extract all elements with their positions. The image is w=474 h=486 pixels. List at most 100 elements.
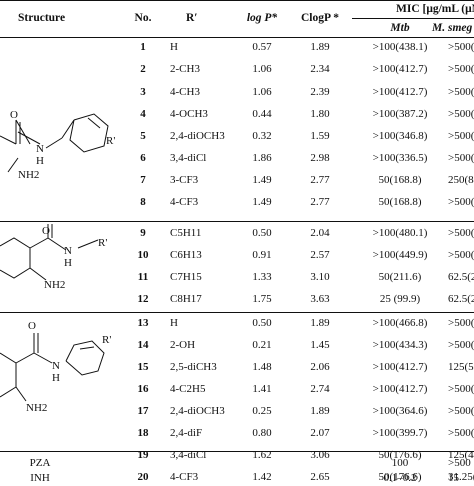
row-number: 14 bbox=[137, 339, 149, 351]
row-clogp: 2.39 bbox=[310, 86, 330, 98]
row-mic-msmeg: >500(1 bbox=[448, 427, 474, 439]
structure2-nitrogen: N bbox=[64, 245, 72, 257]
row-logp: 1.41 bbox=[252, 383, 272, 395]
structure1-oxygen: O bbox=[10, 109, 18, 121]
header-msmeg: M. smeg bbox=[432, 22, 473, 34]
row-reference-mic-msmeg: 15 bbox=[448, 472, 459, 484]
row-number: 12 bbox=[137, 293, 149, 305]
row-substituent: C7H15 bbox=[170, 271, 202, 283]
structure3-oxygen: O bbox=[28, 320, 36, 332]
row-number: 9 bbox=[140, 227, 146, 239]
row-logp: 0.80 bbox=[252, 427, 272, 439]
row-substituent: 4-C2H5 bbox=[170, 383, 206, 395]
row-number: 18 bbox=[137, 427, 149, 439]
row-number: 1 bbox=[140, 41, 146, 53]
row-clogp: 1.59 bbox=[310, 130, 330, 142]
row-logp: 1.48 bbox=[252, 361, 272, 373]
structure-benzyl-amide: O N H NH2 R' bbox=[0, 109, 115, 181]
header-structure: Structure bbox=[18, 12, 66, 24]
row-mic-mtb: >100(412.7) bbox=[372, 63, 428, 75]
row-clogp: 2.34 bbox=[310, 63, 330, 75]
row-clogp: 2.77 bbox=[310, 174, 330, 186]
row-mic-msmeg: >500(1 bbox=[448, 152, 474, 164]
row-mic-msmeg: >500(1 bbox=[448, 196, 474, 208]
structure1-hydrogen: H bbox=[36, 155, 44, 167]
row-mic-mtb: 50(168.8) bbox=[378, 174, 422, 186]
row-substituent: H bbox=[170, 41, 178, 53]
row-mic-mtb: 25 (99.9) bbox=[379, 293, 421, 305]
row-clogp: 1.89 bbox=[310, 405, 330, 417]
row-number: 13 bbox=[137, 317, 149, 329]
row-mic-msmeg: >500(2 bbox=[448, 383, 474, 395]
row-mic-msmeg: >500(1 bbox=[448, 405, 474, 417]
row-mic-msmeg: >500(2 bbox=[448, 86, 474, 98]
row-mic-mtb: >100(336.5) bbox=[372, 152, 428, 164]
row-substituent: 4-CF3 bbox=[170, 471, 199, 483]
row-number: 7 bbox=[140, 174, 146, 186]
header-no: No. bbox=[134, 12, 152, 24]
row-clogp: 2.74 bbox=[310, 383, 330, 395]
row-logp: 0.50 bbox=[252, 227, 272, 239]
header-logp: log P* bbox=[246, 12, 278, 24]
row-logp: 0.91 bbox=[252, 249, 272, 261]
row-number: 6 bbox=[140, 152, 146, 164]
row-mic-msmeg: >500(2 bbox=[448, 227, 474, 239]
row-clogp: 3.10 bbox=[310, 271, 330, 283]
row-reference-mic-msmeg: >500 bbox=[448, 457, 471, 469]
row-clogp: 2.77 bbox=[310, 196, 330, 208]
row-mic-mtb: >100(399.7) bbox=[372, 427, 428, 439]
header-mic: MIC [μg/mL (μM bbox=[396, 3, 474, 15]
row-number: 3 bbox=[140, 86, 146, 98]
row-substituent: H bbox=[170, 317, 178, 329]
row-substituent: 2,4-diOCH3 bbox=[170, 405, 225, 417]
row-mic-mtb: >100(434.3) bbox=[372, 339, 428, 351]
row-mic-mtb: 50(176.6) bbox=[378, 449, 422, 461]
row-substituent: C5H11 bbox=[170, 227, 202, 239]
structure3-amine: NH2 bbox=[26, 402, 47, 414]
mic-subrule bbox=[352, 18, 474, 19]
row-number: 20 bbox=[137, 471, 149, 483]
row-mic-mtb: >100(412.7) bbox=[372, 86, 428, 98]
row-substituent: 2-OH bbox=[170, 339, 196, 351]
row-logp: 0.32 bbox=[252, 130, 272, 142]
row-substituent: 3,4-diCl bbox=[170, 449, 207, 461]
header-clogp: ClogP * bbox=[300, 12, 339, 24]
row-reference-mic-mtb: 100 bbox=[391, 457, 409, 469]
row-clogp: 2.06 bbox=[310, 361, 330, 373]
row-mic-mtb: 50(211.6) bbox=[378, 271, 422, 283]
row-clogp: 3.63 bbox=[310, 293, 330, 305]
group2-rule bbox=[0, 312, 474, 313]
row-logp: 1.33 bbox=[252, 271, 272, 283]
row-mic-mtb: >100(449.9) bbox=[372, 249, 428, 261]
row-substituent: 2,5-diCH3 bbox=[170, 361, 217, 373]
row-mic-mtb: >100(387.2) bbox=[372, 108, 428, 120]
row-number: 15 bbox=[137, 361, 149, 373]
row-logp: 0.44 bbox=[252, 108, 272, 120]
row-logp: 0.25 bbox=[252, 405, 272, 417]
row-number: 2 bbox=[140, 63, 146, 75]
row-logp: 1.49 bbox=[252, 196, 272, 208]
header-r: R′ bbox=[186, 12, 198, 24]
row-number: 5 bbox=[140, 130, 146, 142]
row-number: 8 bbox=[140, 196, 146, 208]
row-number: 4 bbox=[140, 108, 146, 120]
structure3-hydrogen: H bbox=[52, 372, 60, 384]
structure-anilide: O N H NH2 R' bbox=[0, 320, 111, 414]
row-substituent: 2,4-diOCH3 bbox=[170, 130, 225, 142]
row-number: 16 bbox=[137, 383, 149, 395]
row-mic-msmeg: >500(2 bbox=[448, 63, 474, 75]
structure3-nitrogen: N bbox=[52, 360, 60, 372]
row-clogp: 2.04 bbox=[310, 227, 330, 239]
group1-rule bbox=[0, 221, 474, 222]
structure1-rprime: R' bbox=[106, 135, 115, 147]
row-clogp: 1.45 bbox=[310, 339, 330, 351]
group3-rule bbox=[0, 451, 474, 452]
row-mic-msmeg: >500(19 bbox=[448, 108, 474, 120]
row-substituent: 2,4-diF bbox=[170, 427, 203, 439]
row-mic-msmeg: >500(2 bbox=[448, 249, 474, 261]
row-reference-label: INH bbox=[30, 472, 50, 484]
row-mic-mtb: 50(168.8) bbox=[378, 196, 422, 208]
row-substituent: C8H17 bbox=[170, 293, 202, 305]
row-substituent: 4-CF3 bbox=[170, 196, 199, 208]
row-mic-msmeg: 125(44 bbox=[448, 449, 474, 461]
